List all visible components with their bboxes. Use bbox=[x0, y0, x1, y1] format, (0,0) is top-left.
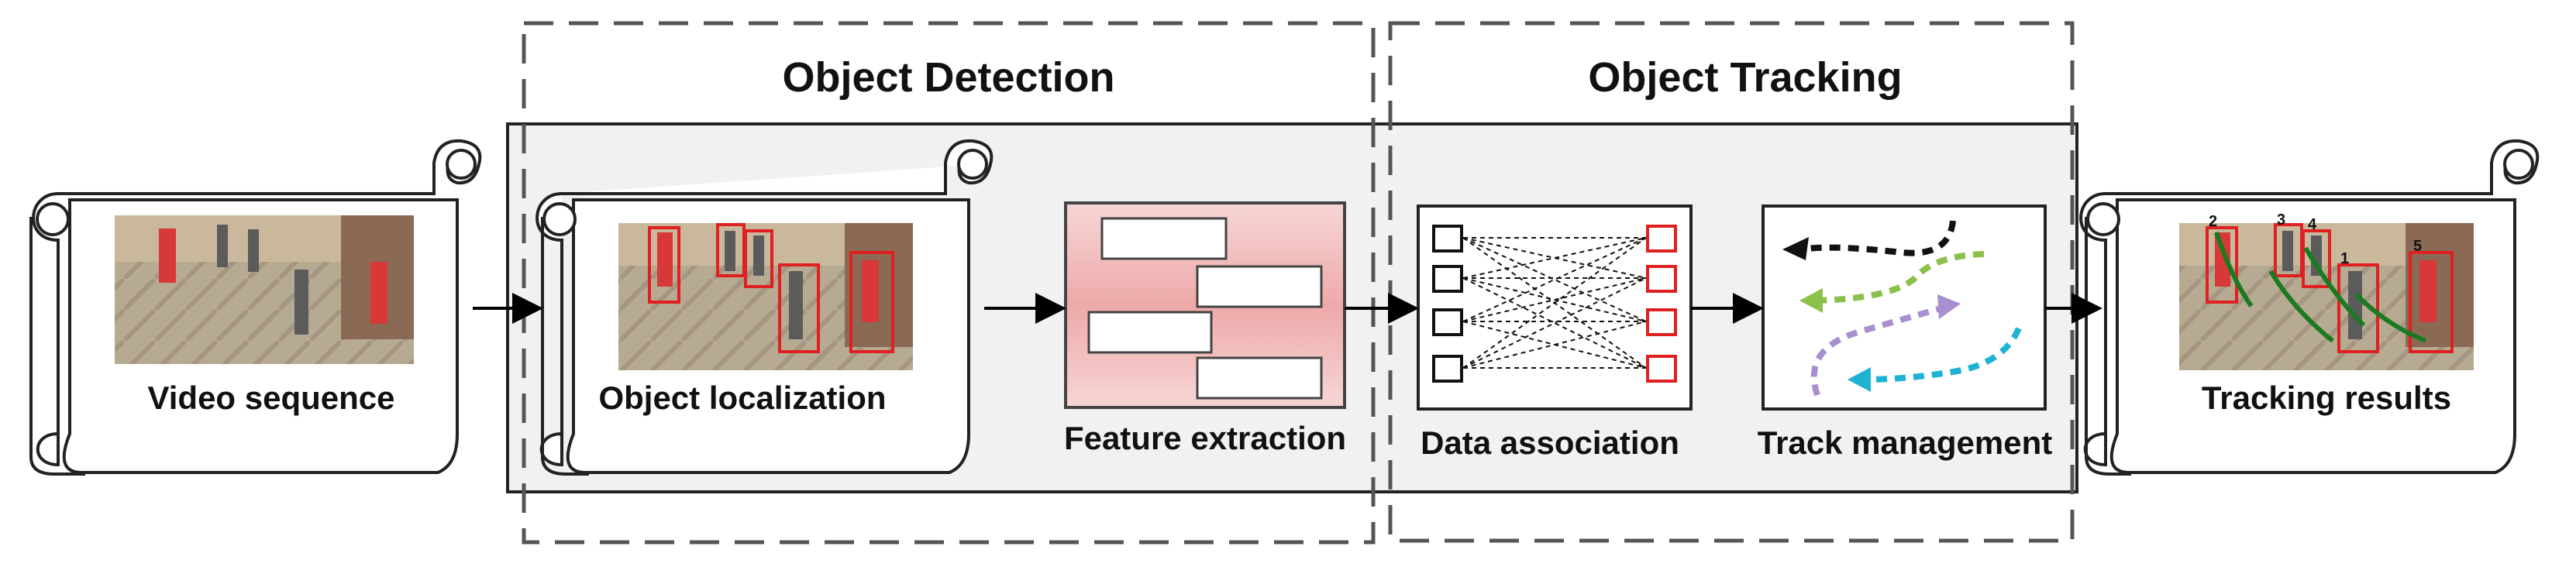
track-green bbox=[1817, 251, 1985, 304]
result-id-3: 3 bbox=[2277, 211, 2285, 229]
trajectory-lines bbox=[2214, 232, 2427, 343]
track-management-label: Track management bbox=[1758, 424, 2053, 461]
result-boxes bbox=[2206, 223, 2454, 353]
detection-boxes bbox=[648, 223, 894, 353]
track-black bbox=[1801, 220, 1956, 256]
object-tracking-title: Object Tracking bbox=[1588, 54, 1902, 101]
object-detection-frame bbox=[522, 21, 1376, 545]
feature-extraction-block: Feature extraction bbox=[1064, 201, 1346, 456]
result-id-5: 5 bbox=[2413, 238, 2422, 255]
object-localization-label: Object localization bbox=[598, 380, 886, 416]
video-sequence-scroll: Video sequence bbox=[29, 139, 482, 476]
result-id-4: 4 bbox=[2308, 216, 2317, 233]
tracking-results-label: Tracking results bbox=[2202, 380, 2451, 416]
result-id-2: 2 bbox=[2209, 213, 2217, 230]
data-association-label: Data association bbox=[1421, 424, 1679, 461]
data-association-block: Data association bbox=[1417, 204, 1693, 461]
object-detection-title: Object Detection bbox=[782, 54, 1114, 101]
feature-extraction-label: Feature extraction bbox=[1064, 420, 1346, 456]
track-purple bbox=[1810, 305, 1943, 397]
track-management-block: Track management bbox=[1758, 204, 2053, 461]
object-localization-scroll: Object localization bbox=[536, 139, 994, 476]
result-id-1: 1 bbox=[2340, 250, 2349, 267]
track-cyan bbox=[1863, 327, 2022, 383]
tracking-results-scroll: 2 3 4 1 5 Tracking results bbox=[2079, 139, 2540, 476]
association-edges bbox=[1462, 237, 1647, 369]
video-sequence-label: Video sequence bbox=[147, 380, 394, 416]
object-tracking-frame bbox=[1388, 21, 2075, 543]
